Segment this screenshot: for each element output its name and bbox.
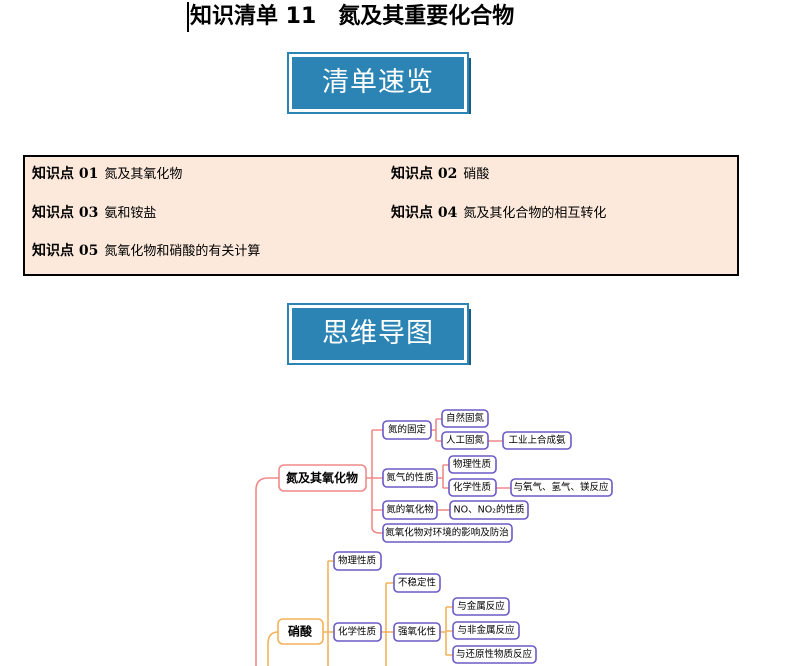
node-artificial-fixation[interactable]: 人工固氮 xyxy=(441,431,489,450)
toc-item[interactable]: 知识点 03 氨和铵盐 xyxy=(32,202,156,222)
node-label: 化学性质 xyxy=(338,626,377,638)
node-label: 强氧化性 xyxy=(398,626,437,638)
text-cursor xyxy=(187,2,189,32)
node-no-no2[interactable]: NO、NO₂的性质 xyxy=(449,500,529,520)
toc-item[interactable]: 知识点 04 氮及其化合物的相互转化 xyxy=(391,202,606,222)
mindmap-banner: 思维导图 xyxy=(289,305,471,365)
toc-item-text: 氨和铵盐 xyxy=(104,206,157,221)
node-nitric-acid[interactable]: 硝酸 xyxy=(277,618,324,645)
node-label: 不稳定性 xyxy=(398,577,437,589)
toc-item-number: 知识点 04 xyxy=(391,205,458,221)
node-label: 与还原性物质反应 xyxy=(456,648,533,660)
node-natural-fixation[interactable]: 自然固氮 xyxy=(441,409,489,428)
node-label: 氮的氧化物 xyxy=(386,504,434,516)
node-environment[interactable]: 氮氧化物对环境的影响及防治 xyxy=(382,523,513,543)
node-nitrogen-oxide[interactable]: 氮的氧化物 xyxy=(382,500,438,520)
node-label: 人工固氮 xyxy=(446,434,485,446)
node-label: 氮气的性质 xyxy=(386,472,434,484)
toc-item-number: 知识点 03 xyxy=(32,205,99,221)
node-react-oxygen[interactable]: 与氧气、氢气、镁反应 xyxy=(510,478,613,497)
node-physical-properties[interactable]: 物理性质 xyxy=(448,455,497,474)
node-react-reducing[interactable]: 与还原性物质反应 xyxy=(452,645,537,664)
node-label: 氮氧化物对环境的影响及防治 xyxy=(385,527,509,539)
node-react-metal[interactable]: 与金属反应 xyxy=(452,597,510,616)
node-oxidizing[interactable]: 强氧化性 xyxy=(393,622,441,642)
node-label: 氮及其氧化物 xyxy=(286,470,358,485)
node-label: 自然固氮 xyxy=(446,412,485,424)
mindmap-banner-label: 思维导图 xyxy=(289,305,467,363)
node-react-nonmetal[interactable]: 与非金属反应 xyxy=(452,621,520,640)
node-label: 氮的固定 xyxy=(388,424,427,436)
node-label: NO、NO₂的性质 xyxy=(454,504,525,516)
node-label: 物理性质 xyxy=(338,555,377,567)
node-nitrogen-fixation[interactable]: 氮的固定 xyxy=(382,420,432,440)
node-label: 化学性质 xyxy=(453,481,492,493)
node-nitrogen-oxides[interactable]: 氮及其氧化物 xyxy=(278,464,367,492)
node-label: 与金属反应 xyxy=(457,600,505,612)
node-label: 与非金属反应 xyxy=(457,624,515,636)
toc-item-number: 知识点 01 xyxy=(32,166,99,182)
page-title: 知识清单 11 氮及其重要化合物 xyxy=(190,4,515,29)
toc-item-text: 氮氧化物和硝酸的有关计算 xyxy=(104,244,261,259)
toc-item[interactable]: 知识点 01 氮及其氧化物 xyxy=(32,163,182,183)
toc-item-number: 知识点 05 xyxy=(32,243,99,259)
node-acid-chemical[interactable]: 化学性质 xyxy=(333,622,382,642)
toc-item[interactable]: 知识点 05 氮氧化物和硝酸的有关计算 xyxy=(32,240,260,260)
node-label: 物理性质 xyxy=(453,458,492,470)
node-acid-physical[interactable]: 物理性质 xyxy=(333,551,382,571)
toc-item-text: 硝酸 xyxy=(463,167,490,182)
toc-item-text: 氮及其化合物的相互转化 xyxy=(463,206,607,221)
toc-box: 知识点 01 氮及其氧化物 知识点 02 硝酸 知识点 03 氨和铵盐 知识点 04 氮… xyxy=(23,155,739,276)
node-industrial-ammonia[interactable]: 工业上合成氨 xyxy=(502,431,572,450)
node-label: 与氧气、氢气、镁反应 xyxy=(513,481,609,493)
node-label: 硝酸 xyxy=(288,624,313,639)
overview-banner: 清单速览 xyxy=(289,54,471,114)
node-nitrogen-properties[interactable]: 氮气的性质 xyxy=(382,468,438,488)
node-instability[interactable]: 不稳定性 xyxy=(393,573,441,593)
toc-item-text: 氮及其氧化物 xyxy=(104,167,183,182)
node-label: 工业上合成氨 xyxy=(508,434,566,446)
toc-item-number: 知识点 02 xyxy=(391,166,458,182)
overview-banner-label: 清单速览 xyxy=(289,54,467,112)
node-chemical-properties[interactable]: 化学性质 xyxy=(448,478,497,497)
toc-item[interactable]: 知识点 02 硝酸 xyxy=(391,163,489,183)
